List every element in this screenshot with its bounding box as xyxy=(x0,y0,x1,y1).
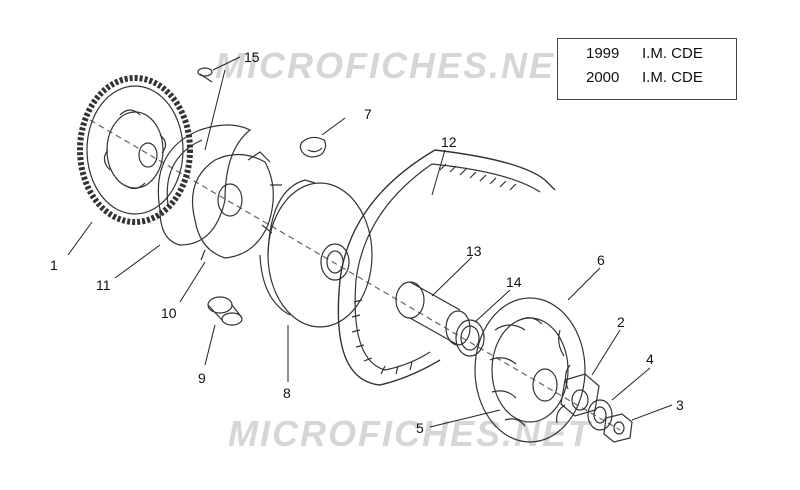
callout-6: 6 xyxy=(597,252,605,268)
part-cover-plate xyxy=(157,124,252,246)
callout-11: 11 xyxy=(96,277,111,293)
part-fan-pulley xyxy=(474,297,586,443)
watermark-bottom: MICROFICHES.NET xyxy=(228,413,593,454)
callout-8: 8 xyxy=(283,385,291,401)
part-bushing xyxy=(207,296,243,326)
callout-4: 4 xyxy=(646,351,654,367)
callout-9: 9 xyxy=(198,370,206,386)
callout-1: 1 xyxy=(50,257,58,273)
callout-15: 15 xyxy=(244,49,260,65)
leader-lines xyxy=(67,56,673,428)
part-screw xyxy=(197,67,213,83)
legend-row: 1999 I.M. CDE xyxy=(558,45,736,67)
callout-14: 14 xyxy=(506,274,522,290)
part-starter-gear xyxy=(77,75,193,225)
callout-7: 7 xyxy=(364,106,372,122)
legend-year: 2000 xyxy=(586,69,620,86)
line-art xyxy=(77,67,633,443)
model-legend: 1999 I.M. CDE 2000 I.M. CDE xyxy=(557,38,737,100)
part-belt xyxy=(337,149,556,386)
watermark-top: MICROFICHES.NET xyxy=(215,45,580,86)
part-sleeve xyxy=(395,281,471,346)
legend-code: I.M. CDE xyxy=(642,69,703,86)
part-ramp-plate xyxy=(191,151,282,261)
callout-3: 3 xyxy=(676,397,684,413)
part-washer xyxy=(587,399,613,431)
part-spacer-ring xyxy=(455,319,485,357)
legend-code: I.M. CDE xyxy=(642,45,703,62)
callout-10: 10 xyxy=(161,305,177,321)
callout-5: 5 xyxy=(416,420,424,436)
legend-year: 1999 xyxy=(586,45,620,62)
legend-row: 2000 I.M. CDE xyxy=(558,69,736,91)
part-slider xyxy=(299,136,327,158)
callout-labels: 1 2 3 4 5 6 7 8 9 10 11 12 13 14 15 xyxy=(50,49,684,436)
callout-13: 13 xyxy=(466,243,482,259)
callout-12: 12 xyxy=(441,134,457,150)
callout-2: 2 xyxy=(617,314,625,330)
part-variator-pulley xyxy=(259,179,373,328)
part-nut-small xyxy=(603,413,633,443)
part-nut xyxy=(560,373,600,417)
